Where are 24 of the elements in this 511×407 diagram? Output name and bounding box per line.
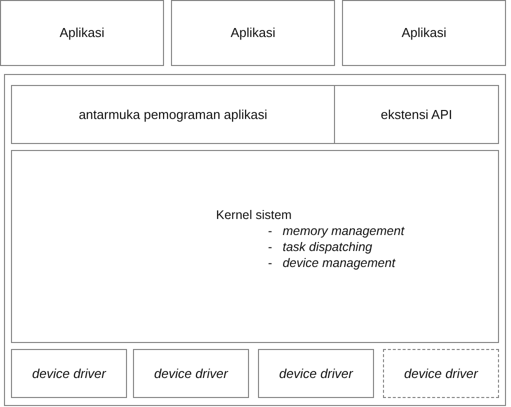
box-label: Aplikasi	[402, 24, 446, 42]
kernel-title: Kernel sistem	[216, 207, 293, 223]
driver-box	[133, 349, 249, 398]
box-label: Aplikasi	[230, 24, 276, 42]
box-label: antarmuka pemograman aplikasi	[78, 106, 268, 124]
box-label: Aplikasi	[60, 24, 104, 42]
app-box	[171, 0, 335, 66]
api-box	[11, 85, 335, 144]
kernel-feature-item: - device management	[268, 255, 397, 271]
kernel-feature-item: - task dispatching	[268, 239, 374, 255]
api-extension-box	[334, 85, 499, 144]
kernel-feature-item: - memory management	[268, 223, 404, 239]
box-label: device driver	[32, 364, 106, 383]
app-box	[342, 0, 506, 66]
driver-box	[11, 349, 127, 398]
box-label: device driver	[279, 364, 353, 383]
system-frame	[4, 74, 506, 406]
app-box	[0, 0, 164, 66]
driver-box	[258, 349, 374, 398]
box-label: device driver	[154, 364, 228, 383]
kernel-box	[11, 150, 499, 343]
box-label: device driver	[404, 364, 478, 383]
box-label: ekstensi API	[380, 106, 452, 124]
driver-box	[383, 349, 499, 398]
